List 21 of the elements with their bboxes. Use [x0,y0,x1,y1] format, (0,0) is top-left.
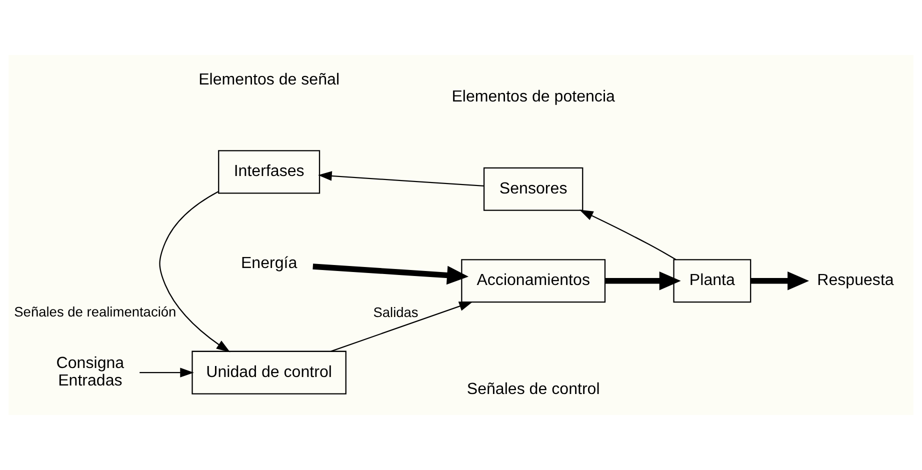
arrow [140,368,194,378]
arrow [605,271,681,290]
node-text: Respuesta [817,271,894,290]
node-text: Energía [240,254,298,272]
label: Elementos de señal [198,70,340,88]
edge-label: Señales de realimentación [14,304,176,320]
label: Señales de control [466,380,600,398]
arrow [159,191,230,352]
arrow [312,264,469,285]
node-box: Sensores [483,167,584,211]
edge-label: Salidas [373,305,418,320]
arrow [330,302,473,352]
node-box: Accionamientos [461,259,606,303]
arrow [750,271,810,290]
node-box: Unidad de control [192,350,346,394]
node-box: Planta [673,259,752,303]
arrow [579,210,676,260]
node-box: Interfases [218,150,320,194]
arrow [318,171,484,187]
node-text: Consigna Entradas [56,354,124,390]
label: Elementos de potencia [452,88,615,106]
